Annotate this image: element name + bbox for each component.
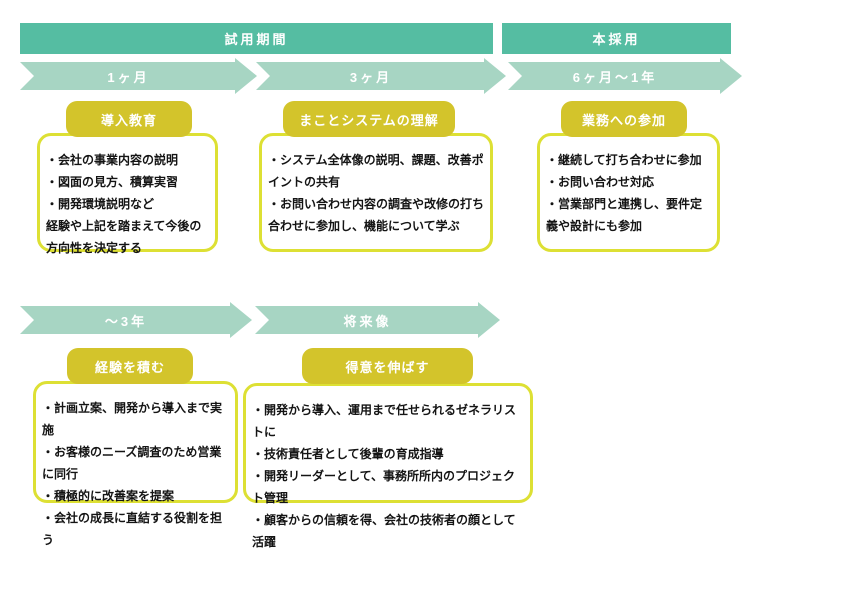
bullet-item: ・営業部門と連携し、要件定義や設計にも参加 xyxy=(546,197,703,233)
bullet-item: ・お客様のニーズ調査のため営業に同行 xyxy=(42,445,222,481)
period-header-fulltime: 本採用 xyxy=(502,23,731,54)
bullet-item: ・顧客からの信頼を得、会社の技術者の顔として活躍 xyxy=(252,513,516,549)
stage-box-intro-training: ・会社の事業内容の説明 ・図面の見方、積算実習 ・開発環境説明など 経験や上記を… xyxy=(37,133,218,255)
stage-badge-develop-strengths: 得意を伸ばす xyxy=(302,348,473,384)
stage-box-develop-strengths: ・開発から導入、運用まで任せられるゼネラリストに ・技術責任者として後輩の育成指… xyxy=(243,383,533,549)
bullet-item: ・開発から導入、運用まで任せられるゼネラリストに xyxy=(252,403,517,439)
bullet-item: ・お問い合わせ対応 xyxy=(546,175,655,189)
bullet-item: 経験や上記を踏まえて今後の方向性を決定する xyxy=(46,219,202,255)
stage-box-business-participation: ・継続して打ち合わせに参加 ・お問い合わせ対応 ・営業部門と連携し、要件定義や設… xyxy=(537,133,720,252)
bullet-item: ・開発リーダーとして、事務所所内のプロジェクト管理 xyxy=(252,469,516,505)
bullet-item: ・技術責任者として後輩の育成指導 xyxy=(252,447,444,461)
bullet-item: ・計画立案、開発から導入まで実施 xyxy=(42,401,223,437)
bullet-item: ・会社の成長に直結する役割を担う xyxy=(42,511,223,547)
bullet-item: ・お問い合わせ内容の調査や改修の打ち合わせに参加し、機能について学ぶ xyxy=(268,197,485,233)
stage-badge-business-participation: 業務への参加 xyxy=(561,101,687,137)
stage-badge-system-understanding: まことシステムの理解 xyxy=(283,101,455,137)
bullet-item: ・開発環境説明など xyxy=(46,197,155,211)
timeline-arrow-3months: 3ヶ月 xyxy=(256,58,506,94)
timeline-arrow-future: 将来像 xyxy=(255,302,500,338)
bullet-item: ・会社の事業内容の説明 xyxy=(46,153,179,167)
period-header-trial: 試用期間 xyxy=(20,23,493,54)
timeline-arrow-to-3years: 〜3年 xyxy=(20,302,252,338)
stage-box-system-understanding: ・システム全体像の説明、課題、改善ポイントの共有 ・お問い合わせ内容の調査や改修… xyxy=(259,133,493,252)
bullet-item: ・継続して打ち合わせに参加 xyxy=(546,153,702,167)
timeline-arrow-1month: 1ヶ月 xyxy=(20,58,257,94)
bullet-item: ・システム全体像の説明、課題、改善ポイントの共有 xyxy=(268,153,484,189)
timeline-arrow-6months-1year: 6ヶ月〜1年 xyxy=(508,58,742,94)
bullet-item: ・積極的に改善案を提案 xyxy=(42,489,175,503)
stage-box-gain-experience: ・計画立案、開発から導入まで実施 ・お客様のニーズ調査のため営業に同行 ・積極的… xyxy=(33,381,238,547)
bullet-item: ・図面の見方、積算実習 xyxy=(46,175,179,189)
stage-badge-intro-training: 導入教育 xyxy=(66,101,192,137)
stage-badge-gain-experience: 経験を積む xyxy=(67,348,193,384)
